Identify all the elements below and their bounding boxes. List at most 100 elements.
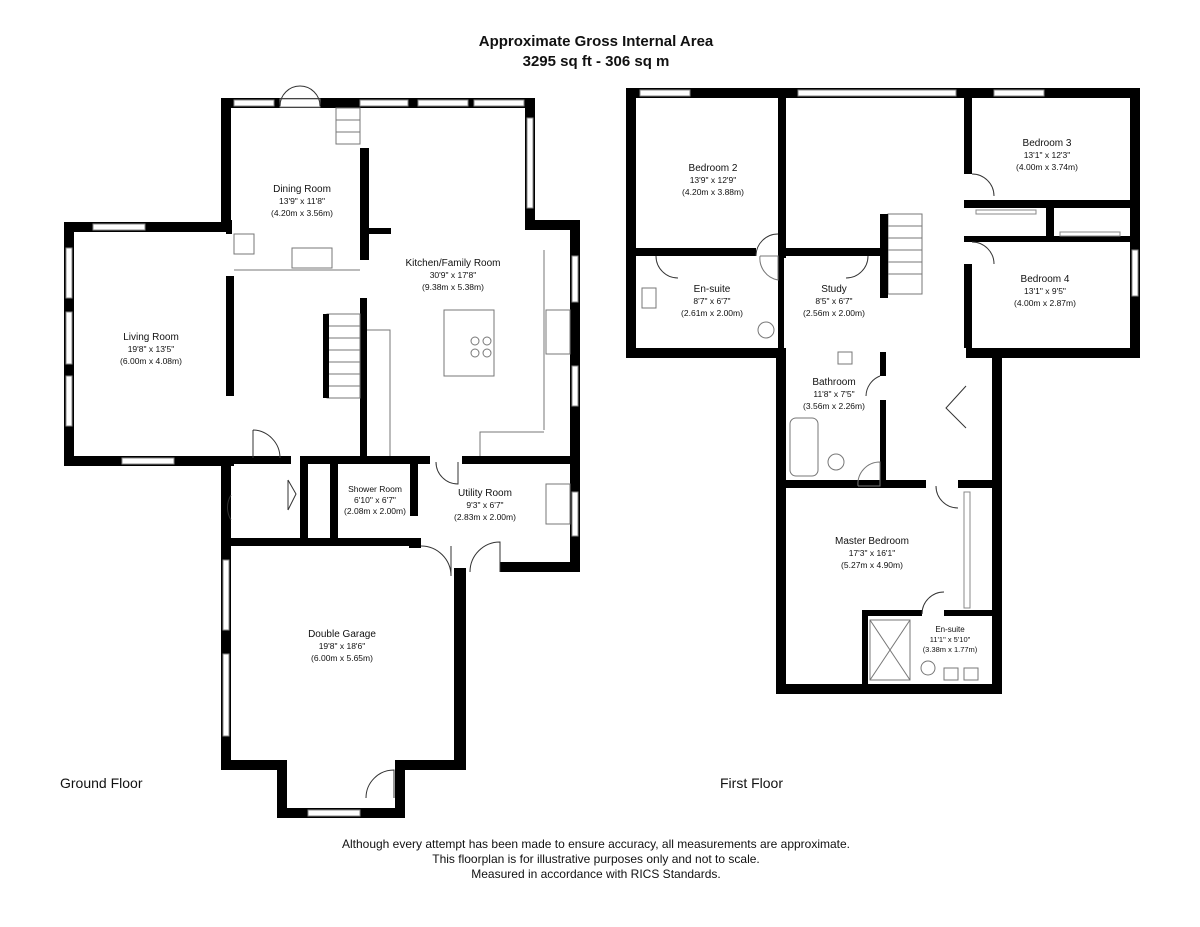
- wall: [525, 220, 580, 230]
- svg-text:En-suite: En-suite: [935, 625, 965, 634]
- utility-sink-icon: [545, 483, 571, 525]
- svg-text:13'9" x 12'9": 13'9" x 12'9": [690, 175, 737, 185]
- wall: [778, 248, 884, 256]
- svg-text:Bathroom: Bathroom: [812, 377, 855, 388]
- dining-steps: [233, 107, 361, 271]
- wardrobe-door: [963, 491, 971, 609]
- wall: [300, 456, 430, 464]
- wall: [992, 348, 1002, 694]
- room-label-master-ensuite: En-suite 11'1" x 5'10" (3.38m x 1.77m): [923, 625, 978, 654]
- window: [92, 223, 146, 231]
- svg-text:Bedroom 2: Bedroom 2: [689, 163, 738, 174]
- wall: [778, 256, 784, 356]
- wall: [964, 200, 1140, 208]
- svg-text:9'3" x 6'7": 9'3" x 6'7": [466, 500, 503, 510]
- bath-icon: [789, 417, 819, 477]
- svg-text:19'8" x 13'5": 19'8" x 13'5": [128, 344, 175, 354]
- room-label-study: Study 8'5" x 6'7" (2.56m x 2.00m): [803, 284, 865, 318]
- window: [993, 89, 1045, 97]
- room-label-kitchen: Kitchen/Family Room 30'9" x 17'8" (9.38m…: [405, 258, 500, 292]
- garage-side-door: [365, 769, 395, 799]
- window: [571, 365, 579, 407]
- wall: [410, 456, 418, 516]
- first-floor-label: First Floor: [720, 775, 783, 791]
- svg-text:(4.00m x 2.87m): (4.00m x 2.87m): [1014, 298, 1076, 308]
- svg-text:(6.00m x 5.65m): (6.00m x 5.65m): [311, 653, 373, 663]
- wall: [360, 298, 367, 458]
- svg-text:Double Garage: Double Garage: [308, 629, 376, 640]
- wall: [395, 760, 466, 770]
- wardrobe-door: [1059, 231, 1121, 237]
- garage-door: [307, 809, 361, 817]
- wall: [395, 760, 405, 818]
- shower-enclosure: [869, 619, 911, 681]
- window: [65, 247, 73, 299]
- ground-floor-label: Ground Floor: [60, 775, 143, 791]
- wall: [626, 88, 636, 358]
- svg-text:(2.08m x 2.00m): (2.08m x 2.00m): [344, 506, 406, 516]
- wall: [944, 610, 996, 616]
- svg-text:(9.38m x 5.38m): (9.38m x 5.38m): [422, 282, 484, 292]
- window: [1131, 249, 1139, 297]
- window: [121, 457, 175, 465]
- wall: [462, 456, 580, 464]
- door-swing: [755, 233, 779, 257]
- wall: [369, 228, 391, 234]
- svg-text:(2.56m x 2.00m): (2.56m x 2.00m): [803, 308, 865, 318]
- disclaimer-line-2: This floorplan is for illustrative purpo…: [432, 852, 760, 866]
- wall: [360, 148, 369, 260]
- utility-door: [435, 461, 459, 485]
- svg-text:(4.00m x 3.74m): (4.00m x 3.74m): [1016, 162, 1078, 172]
- room-label-garage: Double Garage 19'8" x 18'6" (6.00m x 5.6…: [308, 629, 376, 663]
- door-swing: [845, 255, 869, 279]
- wall: [409, 538, 421, 548]
- wall: [626, 348, 786, 358]
- door-swing: [971, 173, 995, 197]
- window: [65, 375, 73, 427]
- toilet-icon: [827, 453, 845, 471]
- wall: [221, 98, 231, 232]
- ground-floor-plan: [64, 85, 580, 818]
- wall: [964, 98, 972, 174]
- svg-text:Bedroom 3: Bedroom 3: [1023, 138, 1072, 149]
- room-label-living: Living Room 19'8" x 13'5" (6.00m x 4.08m…: [120, 332, 182, 366]
- basin-icon: [943, 667, 959, 681]
- basin-icon: [963, 667, 979, 681]
- french-doors: [279, 98, 321, 108]
- wall: [958, 480, 998, 488]
- wall: [300, 458, 308, 538]
- room-label-bedroom-3: Bedroom 3 13'1" x 12'3" (4.00m x 3.74m): [1016, 138, 1078, 172]
- room-label-bathroom: Bathroom 11'8" x 7'5" (3.56m x 2.26m): [803, 377, 865, 411]
- window: [526, 117, 534, 209]
- wall: [880, 400, 886, 486]
- window: [797, 89, 957, 97]
- disclaimer-line-1: Although every attempt has been made to …: [342, 837, 850, 851]
- garage-door-int: [420, 545, 452, 577]
- area-title: Approximate Gross Internal Area: [479, 33, 714, 50]
- wall: [221, 760, 287, 770]
- svg-text:17'3" x 16'1": 17'3" x 16'1": [849, 548, 896, 558]
- svg-text:13'1" x 9'5": 13'1" x 9'5": [1024, 286, 1066, 296]
- wall: [776, 684, 1002, 694]
- room-label-bedroom-2: Bedroom 2 13'9" x 12'9" (4.20m x 3.88m): [682, 163, 744, 197]
- wall: [964, 236, 1140, 242]
- svg-text:Master Bedroom: Master Bedroom: [835, 536, 909, 547]
- svg-text:30'9" x 17'8": 30'9" x 17'8": [430, 270, 477, 280]
- room-label-master-bedroom: Master Bedroom 17'3" x 16'1" (5.27m x 4.…: [835, 536, 909, 570]
- wall: [880, 352, 886, 376]
- svg-text:(3.38m x 1.77m): (3.38m x 1.77m): [923, 645, 978, 654]
- cupboard-door: [287, 479, 297, 511]
- door-swing: [921, 591, 945, 615]
- svg-text:(3.56m x 2.26m): (3.56m x 2.26m): [803, 401, 865, 411]
- staircase: [323, 313, 361, 399]
- svg-text:11'1" x 5'10": 11'1" x 5'10": [930, 635, 971, 644]
- first-floor-plan: [626, 88, 1140, 694]
- svg-text:11'8" x 7'5": 11'8" x 7'5": [813, 389, 854, 399]
- svg-text:En-suite: En-suite: [694, 284, 731, 295]
- disclaimer-line-3: Measured in accordance with RICS Standar…: [471, 867, 720, 881]
- front-door: [252, 429, 281, 459]
- wall: [786, 480, 926, 488]
- wall: [1130, 88, 1140, 358]
- svg-text:Bedroom 4: Bedroom 4: [1021, 274, 1070, 285]
